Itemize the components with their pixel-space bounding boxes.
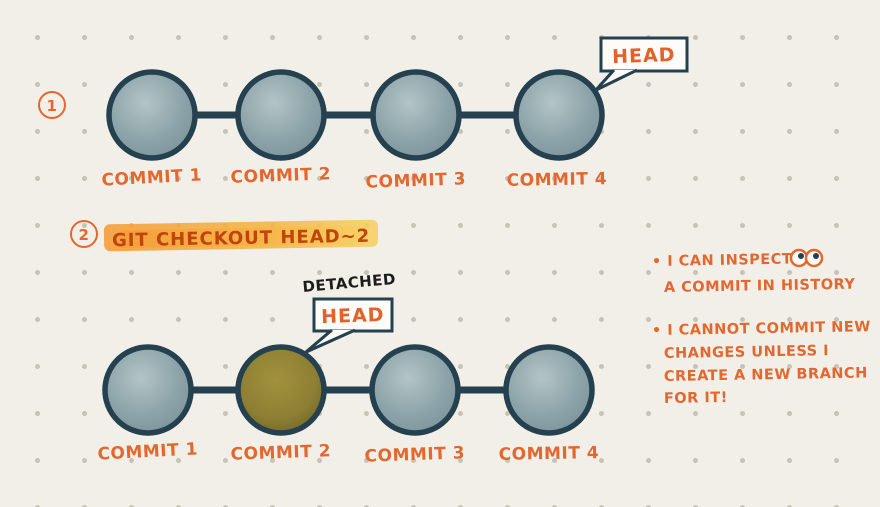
note-line-6: FOR IT! [664,390,728,407]
commit-label-3-row2: COMMIT 3 [364,443,465,466]
eyes-icon [789,248,824,268]
head-bubble-tail-outline-row2 [304,328,356,354]
detached-label: DETACHED [302,270,397,296]
commit-label-2-row2: COMMIT 2 [230,441,331,464]
commit-node-1-row2 [102,344,194,436]
commit-label-1-row2: COMMIT 1 [97,439,198,464]
commit-node-2-row1 [235,69,327,161]
commit-node-2-row2-detached [235,344,327,436]
commit-node-4-row2 [503,344,595,436]
step1-badge-number: 1 [47,97,58,115]
note-line-5: CREATE A NEW BRANCH [664,365,868,385]
head-bubble-label-row2: HEAD [321,304,385,328]
commit-node-1-row1 [106,69,198,161]
head-bubble-box-row1 [599,36,689,73]
commit-label-3-row1: COMMIT 3 [365,169,466,192]
head-bubble-label-row1: HEAD [612,44,676,68]
head-bubble-tail-outline-row1 [594,68,638,92]
note-line-1: • I CAN INSPECT [652,252,793,270]
note-line-2: A COMMIT IN HISTORY [664,277,856,296]
note-line-4: CHANGES UNLESS I [664,343,829,362]
note-line-3: • I CANNOT COMMIT NEW [652,319,871,339]
head-bubble-box-row2 [312,297,394,333]
commit-node-3-row1 [370,69,462,161]
command-text: GIT CHECKOUT HEAD~2 [112,226,371,252]
step2-badge-number: 2 [79,226,90,244]
commit-label-4-row2: COMMIT 4 [499,443,600,465]
command-highlight-inner [117,225,369,249]
step2-badge-circle [70,220,98,248]
commit-node-3-row2 [369,344,461,436]
commit-label-2-row1: COMMIT 2 [230,164,331,187]
commit-node-4-row1 [513,69,605,161]
step1-badge-circle [38,91,66,119]
commit-label-1-row1: COMMIT 1 [101,165,202,190]
commit-label-4-row1: COMMIT 4 [507,169,608,191]
